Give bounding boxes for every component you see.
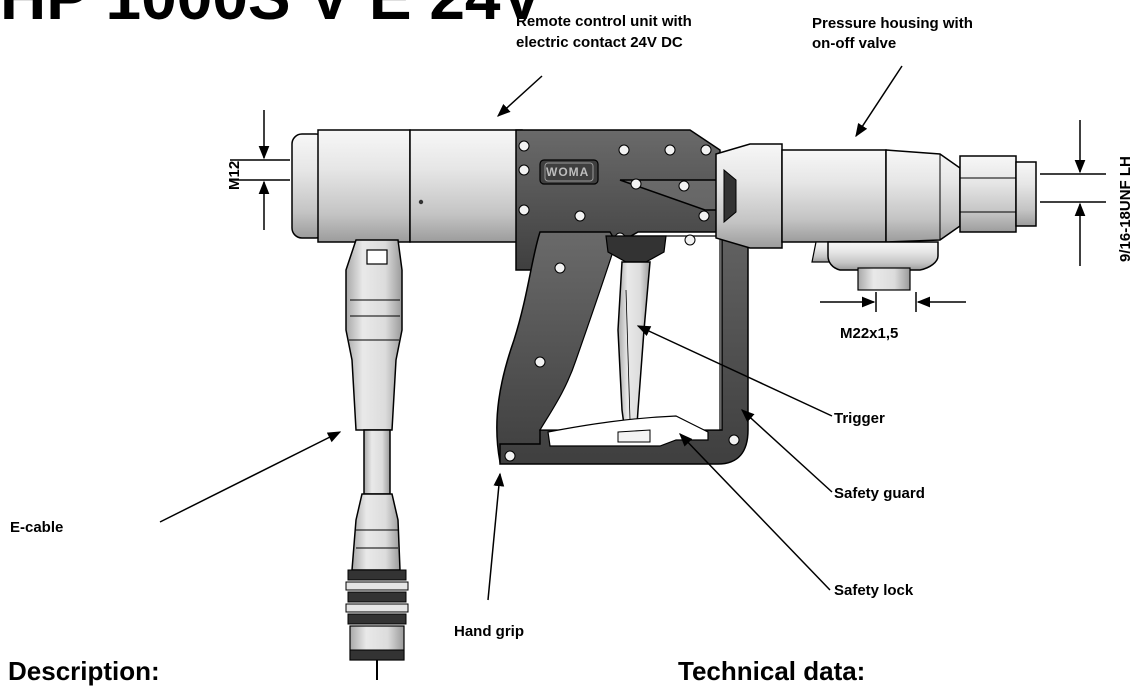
label-e-cable: E-cable xyxy=(10,519,64,536)
woma-logo: WOMA xyxy=(546,165,590,179)
e-cable-assembly xyxy=(345,239,409,680)
label-m22: M22x1,5 xyxy=(840,325,899,342)
trigger-assembly xyxy=(547,235,709,447)
label-thread: 9/16-18UNF LH xyxy=(1117,156,1134,262)
label-m12: M12 xyxy=(226,160,243,190)
page-title: HP 1000S V E 24V xyxy=(0,0,543,32)
label-pressure-housing-line2: on-off valve xyxy=(812,35,897,52)
dimension-m12 xyxy=(230,110,290,230)
dimension-m22 xyxy=(820,292,966,312)
pressure-housing xyxy=(715,143,1037,291)
label-pressure-housing-line1: Pressure housing with xyxy=(812,15,973,32)
label-safety-guard: Safety guard xyxy=(834,485,925,502)
heading-technical-data: Technical data: xyxy=(678,656,866,686)
heading-description: Description: xyxy=(8,656,160,686)
gun-body xyxy=(496,129,749,465)
leader-arrows xyxy=(159,65,903,601)
label-hand-grip: Hand grip xyxy=(454,623,524,640)
remote-control-unit xyxy=(291,129,523,243)
dimension-thread xyxy=(1040,120,1106,266)
label-remote-control-line2: electric contact 24V DC xyxy=(516,34,683,51)
label-safety-lock: Safety lock xyxy=(834,582,914,599)
label-remote-control-line1: Remote control unit with xyxy=(516,13,692,30)
label-trigger: Trigger xyxy=(834,410,885,427)
